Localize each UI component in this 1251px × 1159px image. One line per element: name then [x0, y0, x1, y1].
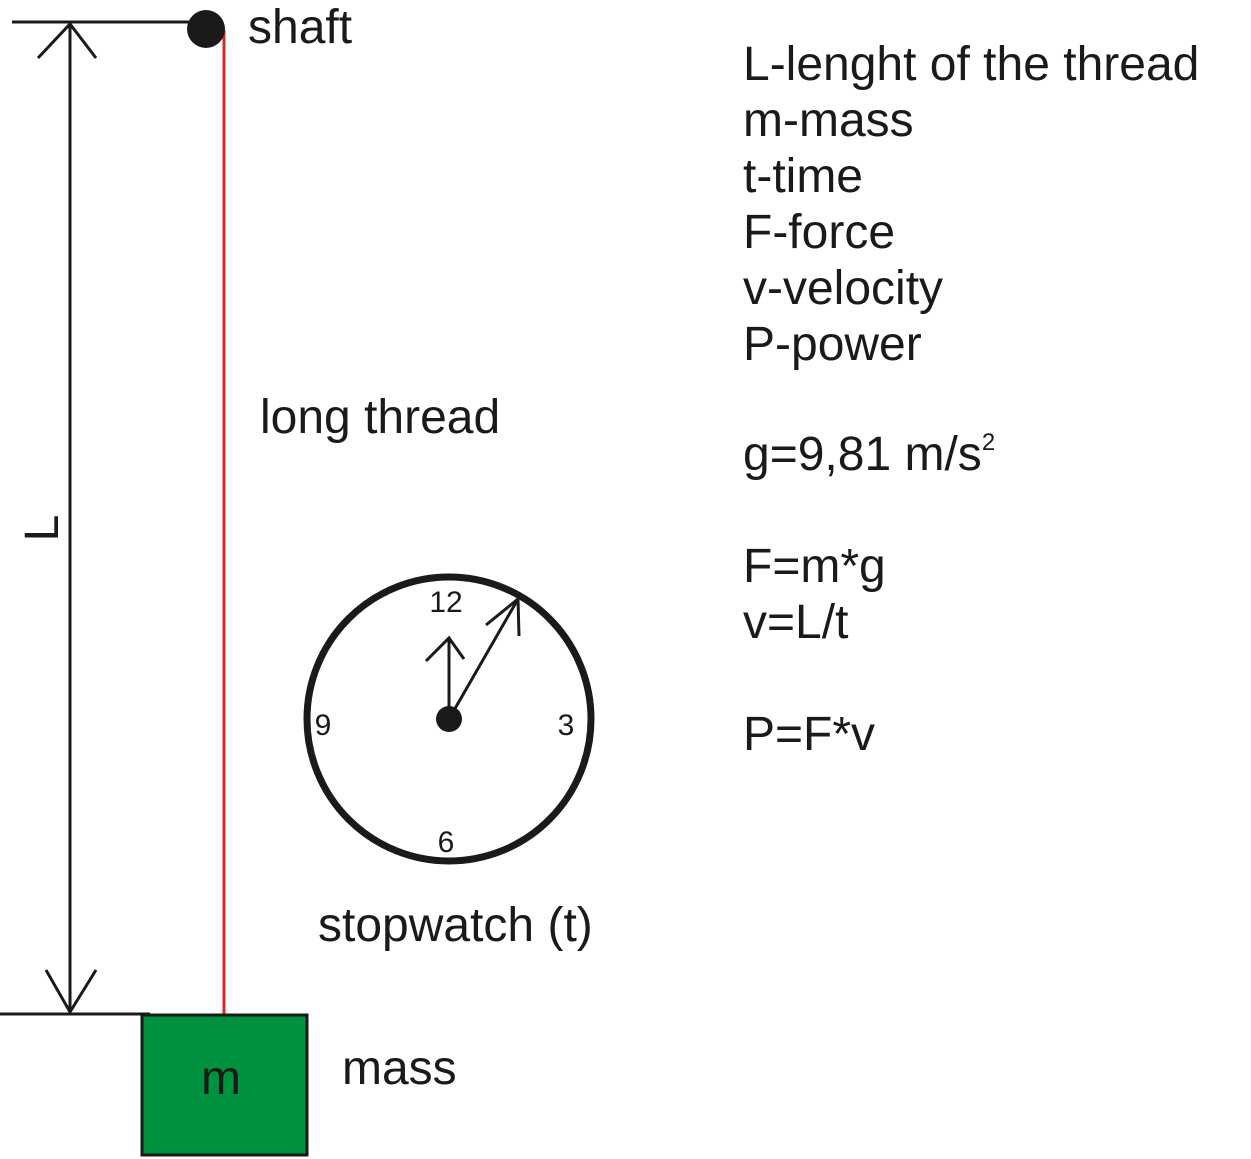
- gravity-constant-base: g=9,81 m/s: [743, 428, 982, 481]
- legend-definition-force: F-force: [743, 206, 895, 259]
- gravity-constant-exponent: 2: [982, 429, 995, 456]
- dimension-arrowhead-top: [36, 21, 98, 60]
- minute-hand-arrowhead: [485, 595, 521, 637]
- stopwatch-label: stopwatch (t): [318, 899, 593, 952]
- dial-number-9: 9: [315, 709, 332, 742]
- shaft-label: shaft: [248, 1, 352, 54]
- stopwatch-dial: [303, 573, 595, 865]
- dimension-arrowhead-bottom: [44, 969, 98, 1015]
- minute-hand: [447, 598, 520, 720]
- legend-definition-mass: m-mass: [743, 94, 914, 147]
- formula-velocity: v=L/t: [743, 596, 848, 649]
- stopwatch-center-pivot: [436, 706, 462, 732]
- formula-power: P=F*v: [743, 708, 875, 761]
- hour-hand-arrowhead: [424, 635, 466, 663]
- mass-symbol-label: m: [201, 1052, 241, 1105]
- legend-definition-length: L-lenght of the thread: [743, 38, 1199, 91]
- length-symbol-label: L: [16, 515, 69, 542]
- gravity-constant: g=9,81 m/s2: [743, 428, 995, 481]
- stopwatch: 12 3 6 9: [303, 573, 595, 865]
- legend-definition-time: t-time: [743, 150, 863, 203]
- legend-definition-power: P-power: [743, 318, 922, 371]
- formula-force: F=m*g: [743, 540, 886, 593]
- long-thread-label: long thread: [260, 391, 500, 444]
- dial-number-3: 3: [558, 709, 575, 742]
- dial-number-12: 12: [429, 586, 462, 619]
- dial-number-6: 6: [438, 826, 455, 859]
- shaft-dot: [187, 10, 225, 48]
- legend-definition-velocity: v-velocity: [743, 262, 943, 315]
- legend: L-lenght of the thread m-mass t-time F-f…: [743, 38, 1199, 761]
- mass-label: mass: [342, 1042, 457, 1095]
- mass-block: [140, 1013, 309, 1157]
